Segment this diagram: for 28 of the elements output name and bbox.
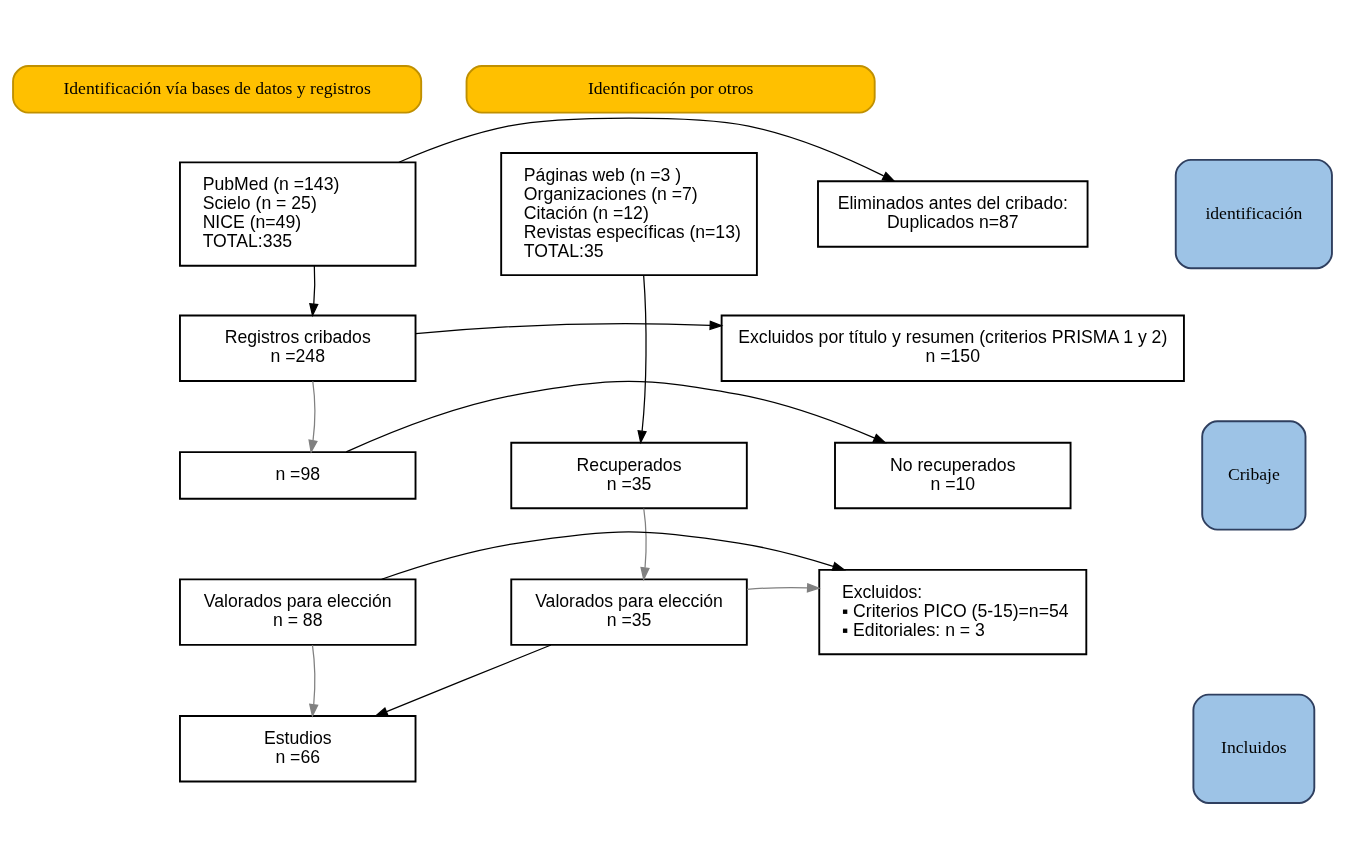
node-box: Estudios n =66 [179, 714, 417, 782]
node-box: Cribaje [1201, 419, 1307, 531]
arrow [415, 319, 724, 334]
node-box: Eliminados antes del cribado: Duplicados n=87 [817, 179, 1089, 248]
arrow [640, 507, 650, 581]
node-box: Excluidos por título y resumen (criterios PRISMA 1 y 2) n =150 [720, 314, 1185, 382]
node-box: Valorados para elección n = 88 [179, 577, 417, 646]
node-box: n =98 [179, 450, 417, 500]
arrow [308, 380, 318, 454]
arrow [345, 380, 887, 453]
node-box: identificación [1174, 158, 1333, 269]
node-box: Recuperados n =35 [510, 441, 748, 509]
node-box: No recuperados n =10 [834, 441, 1072, 509]
arrow [637, 274, 647, 444]
arrow [398, 116, 896, 182]
node-box: Excluidos: ▪ Criterios PICO (5-15)=n=54 ▪ Editoriales: n = 3 [818, 568, 1088, 655]
node-box: Identificación por otros [465, 64, 876, 114]
arrow [381, 530, 847, 580]
node-box: PubMed (n =143) Scielo (n = 25) NICE (n=49) TOTAL:335 [179, 160, 417, 267]
node-box: Páginas web (n =3 ) Organizaciones (n =7) Citación (n =12) Revistas específicas (n=13) TOTAL:35 [500, 151, 758, 276]
node-box: Identificación vía bases de datos y registros [12, 64, 423, 114]
arrow [746, 582, 821, 593]
arrow [308, 644, 319, 718]
arrow [309, 264, 319, 317]
arrow [374, 643, 552, 717]
node-box: Registros cribados n =248 [179, 314, 417, 382]
node-box: Incluidos [1192, 693, 1316, 804]
node-box: Valorados para elección n =35 [510, 577, 748, 646]
